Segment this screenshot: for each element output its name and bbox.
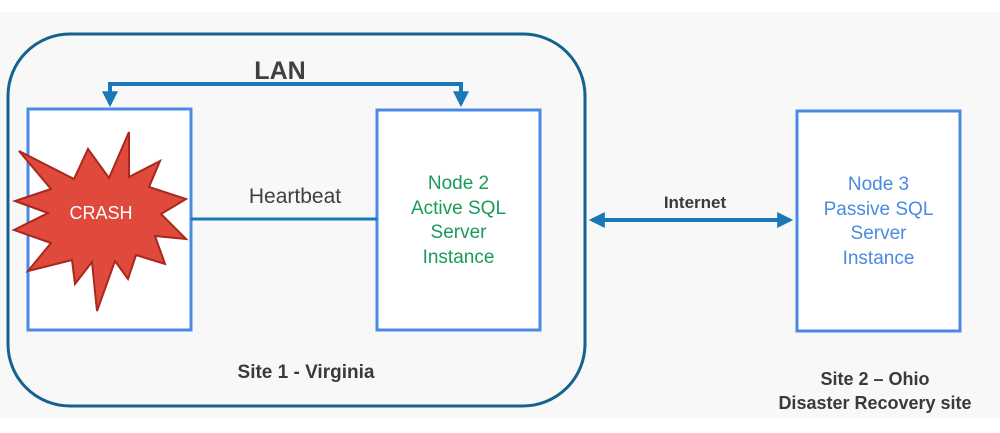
site2-label: Site 2 – Ohio Disaster Recovery site	[755, 367, 995, 415]
site2-role: Disaster Recovery site	[778, 393, 972, 413]
node3-label: Node 3 Passive SQL Server Instance	[797, 173, 960, 271]
node3-box[interactable]	[795, 109, 962, 333]
node2-line: Active SQL	[410, 197, 507, 219]
site1-label: Site 1 - Virginia	[237, 362, 375, 383]
site2-name: Site 2 – Ohio	[820, 369, 930, 389]
crash-burst-icon	[11, 131, 189, 312]
node2-line: Node 2	[427, 173, 490, 194]
lan-link	[102, 82, 469, 108]
node3-line: Passive SQL	[823, 198, 934, 220]
node2-line: Instance	[422, 246, 495, 268]
site1-container	[6, 32, 587, 408]
node3-line: Instance	[842, 247, 915, 269]
crash-label: CRASH	[69, 203, 133, 223]
heartbeat-label: Heartbeat	[248, 185, 342, 208]
node3-line: Server	[850, 223, 907, 244]
node2-box[interactable]	[375, 108, 542, 332]
lan-label: LAN	[254, 57, 306, 85]
node2-label: Node 2 Active SQL Server Instance	[377, 172, 540, 270]
node2-line: Server	[430, 222, 487, 243]
node3-line: Node 3	[847, 174, 910, 195]
internet-label: Internet	[663, 193, 727, 212]
